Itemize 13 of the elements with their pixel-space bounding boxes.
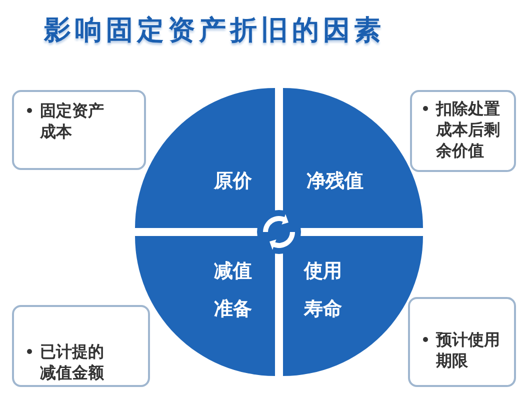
note-card (408, 297, 516, 387)
bullet-text: 固定资产成本 (40, 100, 105, 142)
quadrant-label: 减值准备 (213, 259, 253, 322)
bullet-text: 扣除处置成本后剩余价值 (436, 98, 501, 161)
title: 影响固定资产折旧的因素 (44, 14, 385, 48)
bullet-text: 已计提的减值金额 (40, 341, 105, 383)
quadrant-label: 原价 (212, 169, 253, 194)
note-card (12, 90, 146, 170)
quadrant-label: 净残值 (306, 169, 364, 194)
quadrant-label: 使用寿命 (302, 259, 343, 322)
note-card (410, 90, 516, 172)
note-card (12, 305, 150, 387)
bullet-text: 预计使用期限 (436, 329, 501, 371)
